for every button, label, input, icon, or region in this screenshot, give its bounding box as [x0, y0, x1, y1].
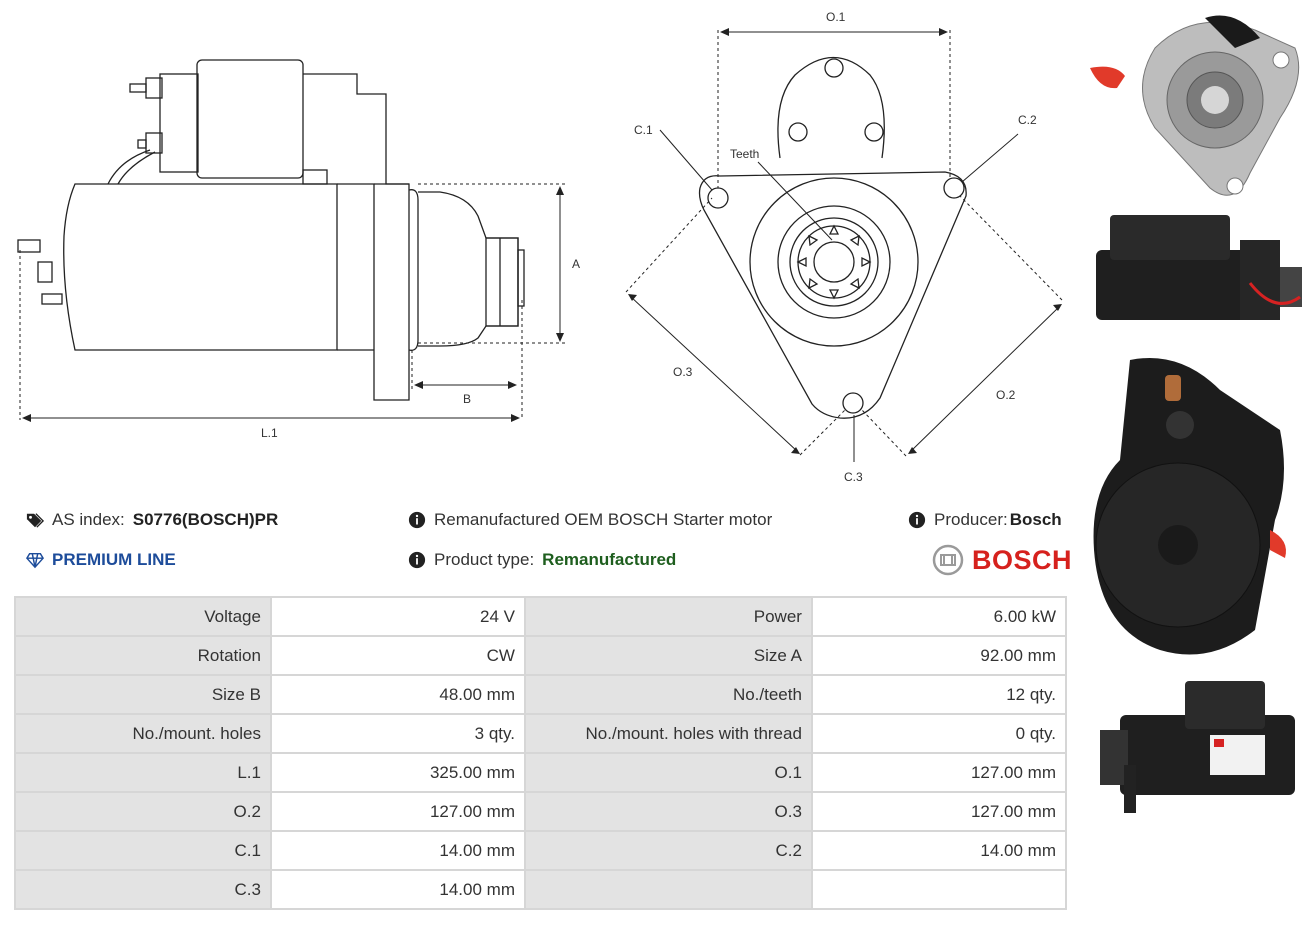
product-photo-rear[interactable]: [1090, 350, 1310, 665]
table-row: Rotation CW Size A 92.00 mm: [16, 637, 1065, 674]
description-row: Remanufactured OEM BOSCH Starter motor: [408, 510, 772, 530]
spec-label: No./mount. holes with thread: [525, 715, 811, 752]
spec-value-empty: [812, 871, 1065, 908]
spec-label: Rotation: [16, 637, 270, 674]
product-type-label: Product type:: [434, 550, 535, 569]
description-text: Remanufactured OEM BOSCH Starter motor: [434, 510, 773, 529]
spec-table: Voltage 24 V Power 6.00 kW Rotation CW S…: [14, 596, 1067, 910]
spec-value: 92.00 mm: [812, 637, 1065, 674]
spec-value: 127.00 mm: [812, 793, 1065, 830]
side-view-drawing: A B L.1: [17, 59, 580, 440]
dim-label-l1: L.1: [261, 426, 278, 440]
spec-label: O.1: [525, 754, 811, 791]
info-icon: [408, 551, 426, 569]
spec-value: 24 V: [271, 598, 524, 635]
spec-label-empty: [525, 871, 811, 908]
table-row: No./mount. holes 3 qty. No./mount. holes…: [16, 715, 1065, 752]
spec-label: Size B: [16, 676, 270, 713]
bosch-armature-icon: [932, 544, 964, 576]
product-type-value: Remanufactured: [542, 550, 677, 569]
product-photo-side[interactable]: [1090, 205, 1310, 330]
dim-label-b: B: [463, 392, 471, 406]
dim-label-o1: O.1: [826, 10, 846, 24]
table-row: C.1 14.00 mm C.2 14.00 mm: [16, 832, 1065, 869]
dim-label-o2: O.2: [996, 388, 1016, 402]
dim-label-teeth: Teeth: [730, 147, 759, 161]
spec-label: No./teeth: [525, 676, 811, 713]
spec-label: L.1: [16, 754, 270, 791]
spec-value: 6.00 kW: [812, 598, 1065, 635]
premium-line-badge: PREMIUM LINE: [26, 550, 176, 570]
spec-value: 12 qty.: [812, 676, 1065, 713]
spec-value: 3 qty.: [271, 715, 524, 752]
spec-label: Power: [525, 598, 811, 635]
diamond-icon: [26, 552, 44, 569]
spec-value: 0 qty.: [812, 715, 1065, 752]
spec-value: 14.00 mm: [271, 832, 524, 869]
spec-value: 14.00 mm: [812, 832, 1065, 869]
info-icon: [408, 511, 426, 529]
as-index-label: AS index:: [52, 510, 125, 529]
spec-value: 127.00 mm: [271, 793, 524, 830]
producer-value: Bosch: [1009, 510, 1062, 529]
table-row: Voltage 24 V Power 6.00 kW: [16, 598, 1065, 635]
spec-label: C.3: [16, 871, 270, 908]
bosch-logo-text: BOSCH: [972, 544, 1073, 575]
spec-value: 48.00 mm: [271, 676, 524, 713]
front-view-drawing: O.1 O.3 O.2 C.1 C.2 C.3 Teeth: [625, 10, 1063, 484]
premium-line-text: PREMIUM LINE: [52, 550, 176, 569]
spec-label: No./mount. holes: [16, 715, 270, 752]
dim-label-c3: C.3: [844, 470, 863, 484]
producer-row: Producer: Bosch: [908, 510, 1062, 530]
spec-label: O.3: [525, 793, 811, 830]
as-index-row: AS index: S0776(BOSCH)PR: [26, 510, 278, 530]
table-row: Size B 48.00 mm No./teeth 12 qty.: [16, 676, 1065, 713]
spec-value: CW: [271, 637, 524, 674]
product-photo-label-side[interactable]: [1090, 675, 1310, 815]
table-row: C.3 14.00 mm: [16, 871, 1065, 908]
spec-label: O.2: [16, 793, 270, 830]
spec-value: 14.00 mm: [271, 871, 524, 908]
spec-value: 127.00 mm: [812, 754, 1065, 791]
as-index-value: S0776(BOSCH)PR: [132, 510, 279, 529]
dim-label-o3: O.3: [673, 365, 693, 379]
spec-label: Size A: [525, 637, 811, 674]
product-type-row: Product type: Remanufactured: [408, 550, 676, 570]
table-row: O.2 127.00 mm O.3 127.00 mm: [16, 793, 1065, 830]
bosch-logo: BOSCH: [932, 544, 1072, 576]
dim-label-c1: C.1: [634, 123, 653, 137]
spec-value: 325.00 mm: [271, 754, 524, 791]
info-icon: [908, 511, 926, 529]
spec-label: Voltage: [16, 598, 270, 635]
tags-icon: [26, 513, 44, 528]
spec-label: C.2: [525, 832, 811, 869]
dim-label-a: A: [572, 257, 580, 271]
table-row: L.1 325.00 mm O.1 127.00 mm: [16, 754, 1065, 791]
dim-label-c2: C.2: [1018, 113, 1037, 127]
product-photo-front[interactable]: [1085, 8, 1310, 208]
producer-label: Producer:: [934, 510, 1008, 529]
spec-label: C.1: [16, 832, 270, 869]
